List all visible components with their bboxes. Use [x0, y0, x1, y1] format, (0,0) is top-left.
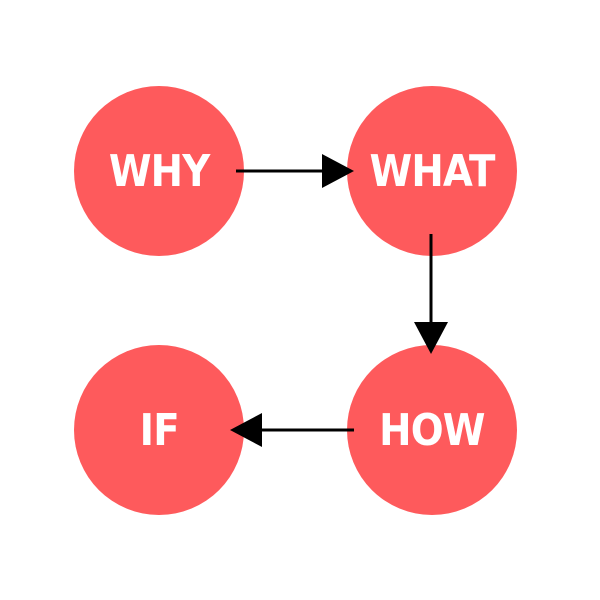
- node-how: HOW: [347, 345, 517, 515]
- node-if-label: IF: [139, 404, 179, 456]
- node-what-label: WHAT: [369, 145, 496, 197]
- arrow-how-to-if: [230, 413, 354, 447]
- node-how-label: HOW: [379, 404, 485, 456]
- node-if: IF: [74, 345, 244, 515]
- node-why-label: WHY: [108, 145, 210, 197]
- arrow-why-to-what: [236, 154, 354, 188]
- node-why: WHY: [74, 86, 244, 256]
- node-what: WHAT: [347, 86, 517, 256]
